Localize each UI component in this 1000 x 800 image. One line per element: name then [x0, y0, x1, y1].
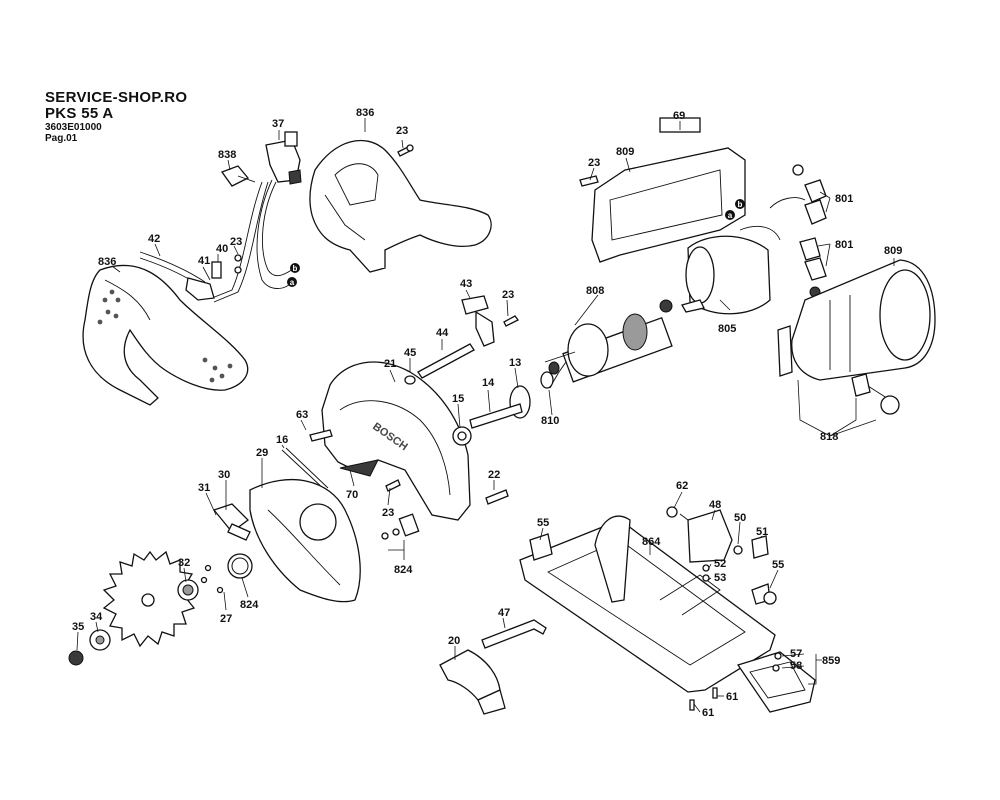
callout-b: b [738, 200, 743, 209]
callout-801-lower: 801 [835, 239, 853, 251]
callout-31: 31 [198, 482, 210, 494]
callout-34: 34 [90, 611, 103, 623]
callout-23: 23 [382, 507, 394, 519]
callout-50: 50 [734, 512, 746, 524]
callout-23: 23 [230, 236, 242, 248]
blade-guard-upper-21: BOSCH [321, 361, 471, 521]
callout-57: 57 [790, 648, 802, 660]
field-805 [681, 226, 781, 315]
brush-holders-801 [769, 164, 827, 298]
callout-43: 43 [460, 278, 472, 290]
callout-48: 48 [709, 499, 721, 511]
callout-55-left: 55 [537, 517, 549, 529]
saw-blade [102, 550, 198, 648]
knobs-55 [529, 533, 777, 605]
callout-23: 23 [396, 125, 408, 137]
lever-30-31 [212, 503, 251, 541]
rip-fence-859 [736, 651, 816, 713]
motor-housing-809-top [579, 117, 746, 263]
callout-818: 818 [820, 431, 838, 443]
callout-45: 45 [404, 347, 416, 359]
callout-47: 47 [498, 607, 510, 619]
cable-42 [139, 251, 215, 301]
leader-lines [76, 118, 895, 713]
callout-69: 69 [673, 110, 685, 122]
callout-16: 16 [276, 434, 288, 446]
callout-29: 29 [256, 447, 268, 459]
screws-61 [689, 687, 718, 711]
callout-58: 58 [790, 660, 802, 672]
callout-27: 27 [220, 613, 232, 625]
callout-23: 23 [588, 157, 600, 169]
handle-half-left [82, 264, 249, 406]
dust-adapter-20 [439, 649, 506, 715]
callout-40: 40 [216, 243, 228, 255]
screw-63-pin-16 [281, 429, 333, 491]
callout-808: 808 [586, 285, 604, 297]
callout-a: a [290, 278, 295, 287]
callout-14: 14 [482, 377, 495, 389]
callout-824: 824 [394, 564, 413, 576]
callout-labels: 838 37 836 23 42 836 40 23 41 b a 43 23 … [72, 107, 902, 719]
callout-61: 61 [726, 691, 738, 703]
callout-810: 810 [541, 415, 559, 427]
handle-half-right [309, 139, 492, 273]
callout-15: 15 [452, 393, 464, 405]
screw-23-top [397, 144, 414, 157]
callout-801-upper: 801 [835, 193, 853, 205]
callout-42: 42 [148, 233, 160, 245]
callout-20: 20 [448, 635, 460, 647]
callout-836-top: 836 [356, 107, 374, 119]
callout-51: 51 [756, 526, 768, 538]
washers-32-34-35 [68, 553, 253, 666]
arrow-70 [339, 459, 379, 477]
callout-62: 62 [676, 480, 688, 492]
callout-44: 44 [436, 327, 449, 339]
callout-809-top: 809 [616, 146, 634, 158]
screw-23-mid [503, 315, 519, 327]
callout-859: 859 [822, 655, 840, 667]
page-number: Pag.01 [45, 133, 78, 144]
callout-30: 30 [218, 469, 230, 481]
blade-guard-lower-29 [249, 478, 361, 603]
callout-53: 53 [714, 572, 726, 584]
hex-key-47 [481, 619, 547, 649]
model-name: PKS 55 A [45, 105, 114, 122]
callout-22: 22 [488, 469, 500, 481]
title-block: SERVICE-SHOP.RO PKS 55 A 3603E01000 Pag.… [45, 89, 188, 145]
shop-name: SERVICE-SHOP.RO [45, 89, 188, 106]
callout-61: 61 [702, 707, 714, 719]
callout-35: 35 [72, 621, 84, 633]
callout-805: 805 [718, 323, 736, 335]
bracket-48 [666, 506, 769, 582]
shaft-44 [404, 343, 475, 385]
motor-housing-809-right [777, 259, 936, 415]
callout-21: 21 [384, 358, 396, 370]
lever-43 [461, 295, 495, 347]
callout-23: 23 [502, 289, 514, 301]
callout-70: 70 [346, 489, 358, 501]
switch-cable-group [211, 131, 302, 303]
part-number: 3603E01000 [45, 122, 102, 133]
callout-41: 41 [198, 255, 210, 267]
pins-22-23-824 [381, 479, 509, 540]
callout-824: 824 [240, 599, 259, 611]
callout-864: 864 [642, 536, 661, 548]
callout-a: a [728, 211, 733, 220]
callout-836-left: 836 [98, 256, 116, 268]
callout-52: 52 [714, 558, 726, 570]
callout-37: 37 [272, 118, 284, 130]
callout-13: 13 [509, 357, 521, 369]
callout-63: 63 [296, 409, 308, 421]
callout-809-right: 809 [884, 245, 902, 257]
callout-b: b [293, 264, 298, 273]
callout-838: 838 [218, 149, 236, 161]
gear-shaft-13-14-15 [452, 361, 560, 446]
callout-32: 32 [178, 557, 190, 569]
callout-55-right: 55 [772, 559, 784, 571]
base-plate-864 [519, 515, 776, 693]
armature-808 [544, 299, 673, 389]
